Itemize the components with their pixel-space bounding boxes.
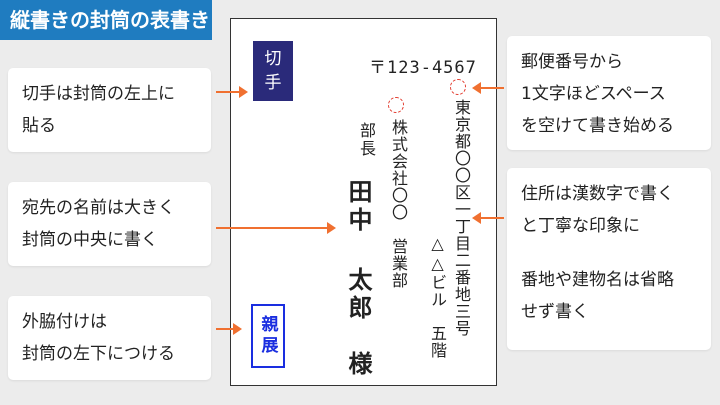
shinten-mark: 親展 xyxy=(251,304,285,368)
company-space-marker xyxy=(388,97,404,113)
arrow-stamp xyxy=(216,86,248,98)
stamp-char-2: 手 xyxy=(264,73,282,93)
note-recipient: 宛先の名前は大きく 封筒の中央に書く xyxy=(8,182,211,266)
note-address-line5: せず書く xyxy=(521,302,589,322)
arrow-recipient xyxy=(216,222,336,234)
note-stamp-line2: 貼る xyxy=(22,116,56,136)
company-name: 株式会社〇〇 営業部 xyxy=(389,119,408,289)
stamp-char-1: 切 xyxy=(264,49,282,69)
note-postal-line3: を空けて書き始める xyxy=(521,116,674,136)
note-stamp-line1: 切手は封筒の左上に xyxy=(22,84,175,104)
envelope: 切 手 〒123-4567 東京都〇〇区一丁目二番地三号 △△ビル 五階 株式会… xyxy=(230,18,497,386)
postal-code: 〒123-4567 xyxy=(369,58,477,78)
note-address-line2: と丁寧な印象に xyxy=(521,216,640,236)
note-address-line3 xyxy=(521,242,697,264)
note-address-line4: 番地や建物名は省略 xyxy=(521,270,674,290)
note-postal: 郵便番号から 1文字ほどスペース を空けて書き始める xyxy=(507,36,711,150)
note-side-line1: 外脇付けは xyxy=(22,312,107,332)
recipient-name: 田中 太郎 様 xyxy=(344,179,372,379)
arrow-postal xyxy=(472,82,504,94)
address-line2: △△ビル 五階 xyxy=(428,234,447,359)
arrow-side xyxy=(216,323,242,335)
stamp-box: 切 手 xyxy=(253,41,293,101)
arrow-address xyxy=(472,212,504,224)
note-recipient-line1: 宛先の名前は大きく xyxy=(22,198,175,218)
recipient-position: 部長 xyxy=(357,122,376,158)
page-title: 縦書きの封筒の表書き xyxy=(0,0,212,40)
note-side: 外脇付けは 封筒の左下につける xyxy=(8,296,211,380)
note-address: 住所は漢数字で書く と丁寧な印象に 番地や建物名は省略 せず書く xyxy=(507,168,711,350)
note-stamp: 切手は封筒の左上に 貼る xyxy=(8,68,211,152)
address-line1: 東京都〇〇区一丁目二番地三号 xyxy=(452,99,471,337)
note-side-line2: 封筒の左下につける xyxy=(22,344,175,364)
note-recipient-line2: 封筒の中央に書く xyxy=(22,230,158,250)
note-postal-line1: 郵便番号から xyxy=(521,52,623,72)
note-postal-line2: 1文字ほどスペース xyxy=(521,84,666,104)
note-address-line1: 住所は漢数字で書く xyxy=(521,184,674,204)
postal-space-marker xyxy=(450,79,466,95)
